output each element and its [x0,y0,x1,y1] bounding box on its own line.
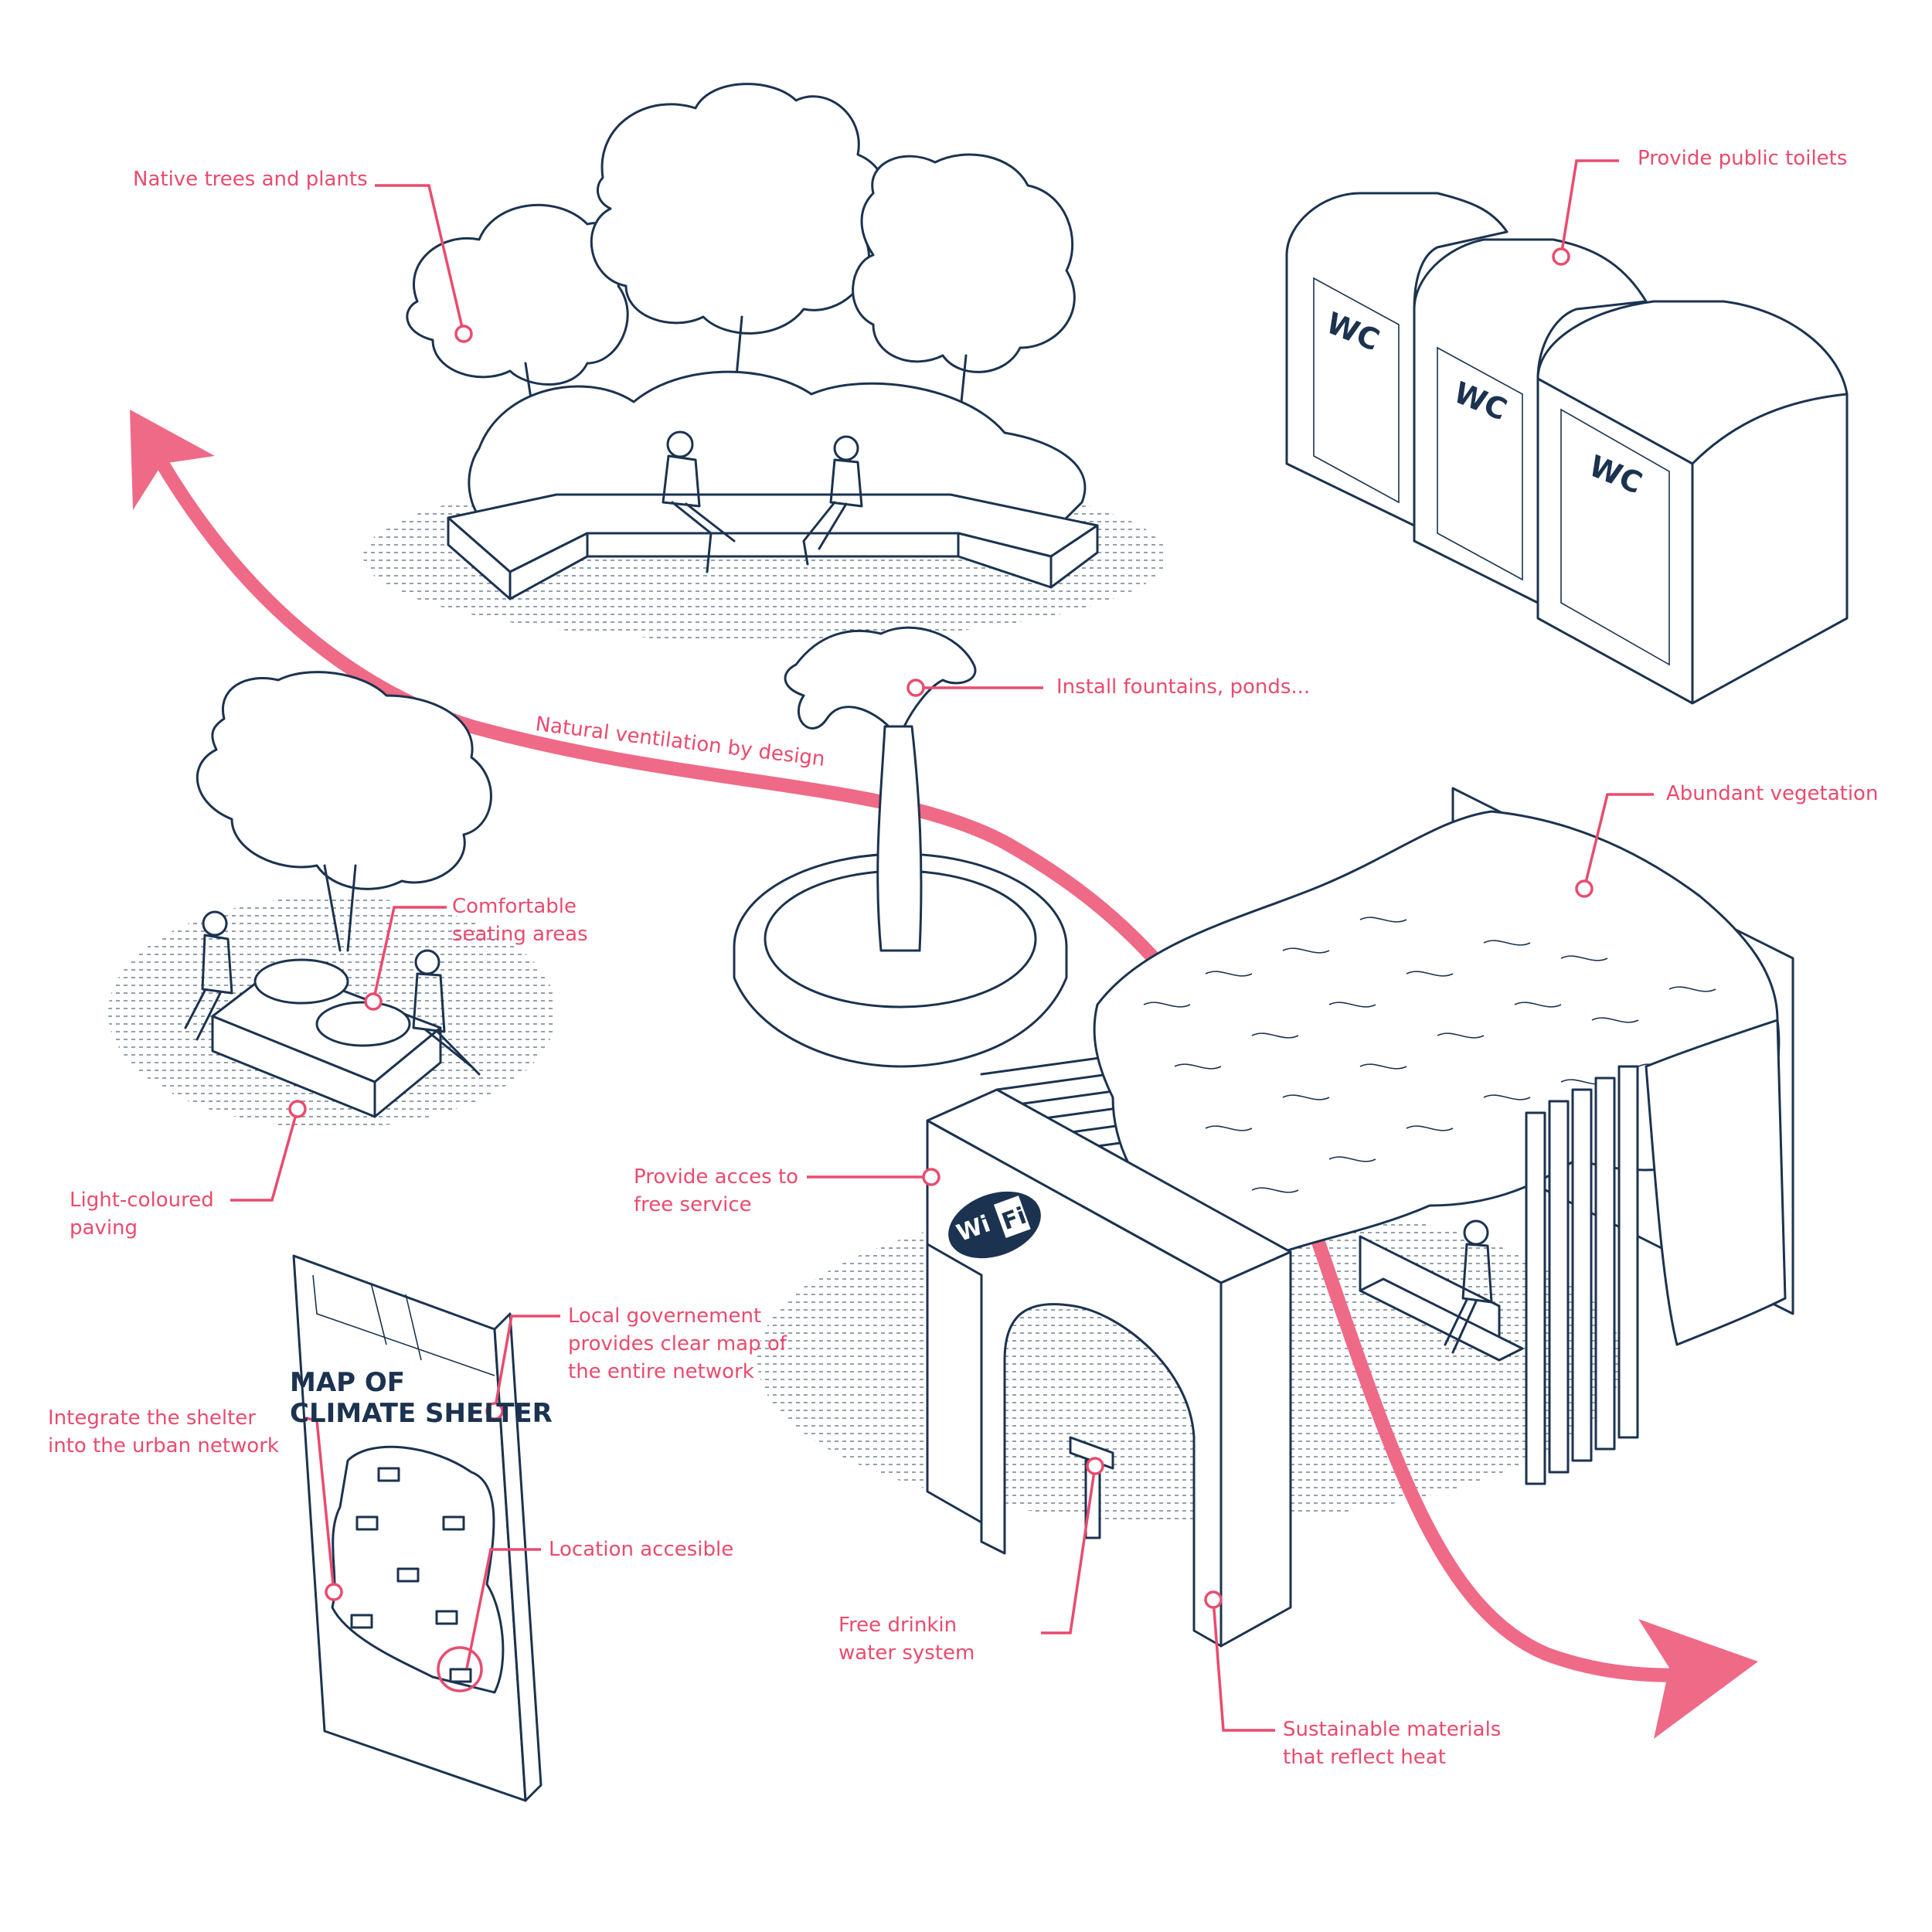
shelter-vertical-slats [1525,1065,1639,1485]
shelter-arch-left-pillar [926,1243,983,1524]
left-tree-trunk [323,864,357,952]
label-integrate-shelter-line-1: Integrate the shelter [48,1406,256,1430]
map-shelter-marker-icon [396,1567,420,1583]
map-shelter-marker-icon [435,1610,458,1625]
vegetation-texture [1143,917,1747,1193]
map-shelter-marker-icon [449,1668,472,1683]
label-sustainable-materials-line-1: Sustainable materials [1283,1718,1502,1741]
label-comfortable-seating-line-2: seating areas [452,923,588,946]
leader-lines [230,159,1654,1732]
shelter-bench-seat [1359,1277,1524,1362]
map-shelter-marker-icon [355,1515,379,1531]
label-integrate-shelter: Integrate the shelter into the urban net… [48,1404,279,1460]
label-local-government-line-3: the entire network [568,1360,754,1383]
planter-right-end [1049,524,1099,589]
wifi-sign-icon [948,1191,1041,1259]
map-title-line-2: CLIMATE SHELTER [290,1398,553,1429]
tree-canopy-right-icon [852,153,1076,373]
map-board-side [493,1312,543,1802]
seated-person-icon [412,949,481,1076]
label-local-government: Local governement provides clear map of … [568,1302,787,1386]
public-toilets-group [1285,192,1849,705]
label-public-toilets: Provide public toilets [1638,147,1848,170]
seated-person-icon [802,435,863,566]
label-free-service-line-1: Provide acces to [634,1165,799,1189]
leader-dots [288,247,1594,1692]
fountain-group [733,626,1068,1068]
label-comfortable-seating: Comfortable seating areas [452,893,588,948]
map-board-folds [312,1274,495,1376]
tree-planter-group [406,83,1099,600]
label-drinking-water-line-2: water system [838,1641,975,1665]
shrub-icon [253,958,349,1005]
label-free-service-line-2: free service [634,1193,752,1216]
toilet-doors [1313,277,1670,666]
label-comfortable-seating-line-1: Comfortable [452,895,577,918]
map-title-line-1: MAP OF [290,1367,405,1398]
ventilation-arrowhead-bottom [1638,1619,1758,1739]
seated-person-icon [662,430,736,573]
network-map-board [292,1254,543,1802]
label-location-accessible: Location accesible [549,1538,734,1561]
toilet-cabin-3-front [1536,377,1849,705]
label-light-paving: Light-coloured paving [70,1186,214,1242]
shelter-arch-side [1219,1250,1292,1648]
map-shelter-marker-icon [442,1515,465,1531]
label-light-paving-line-1: Light-coloured [70,1189,214,1212]
left-tree-canopy-icon [196,671,492,890]
planter-front-back [586,532,960,558]
ventilation-arrowhead-top [130,410,215,510]
label-integrate-shelter-line-2: into the urban network [48,1434,279,1458]
seated-person-icon [184,910,233,1041]
toilet-cabin-2 [1413,238,1648,604]
label-sustainable-materials-line-2: that reflect heat [1283,1746,1446,1769]
shelter-hanging-vegetation [1645,1019,1787,1346]
left-planter-side [373,1026,442,1118]
map-shelter-marker-icon [350,1614,373,1629]
label-free-service: Provide acces to free service [634,1163,798,1219]
climate-shelter-group [926,787,1794,1648]
shrub-icon [315,1001,411,1047]
label-light-paving-line-2: paving [70,1216,138,1240]
left-planter-group [184,671,492,1118]
label-abundant-vegetation: Abundant vegetation [1666,782,1879,805]
label-native-trees: Native trees and plants [133,168,368,191]
map-shelter-marker-icon [377,1467,400,1482]
label-sustainable-materials: Sustainable materials that reflect heat [1283,1716,1501,1771]
toilet-cabin-1 [1285,192,1509,527]
fountain-spray-icon [784,626,977,730]
fountain-jet [876,725,923,952]
tree-canopy-center-icon [590,83,889,335]
label-install-fountains: Install fountains, ponds... [1056,675,1311,699]
label-drinking-water-line-1: Free drinkin [838,1614,957,1637]
label-drinking-water: Free drinkin water system [838,1611,975,1667]
seated-person-icon [1444,1219,1493,1354]
label-local-government-line-1: Local governement [568,1304,762,1328]
ventilation-label: Natural ventilation by design [534,713,826,771]
label-local-government-line-2: provides clear map of [568,1332,787,1355]
